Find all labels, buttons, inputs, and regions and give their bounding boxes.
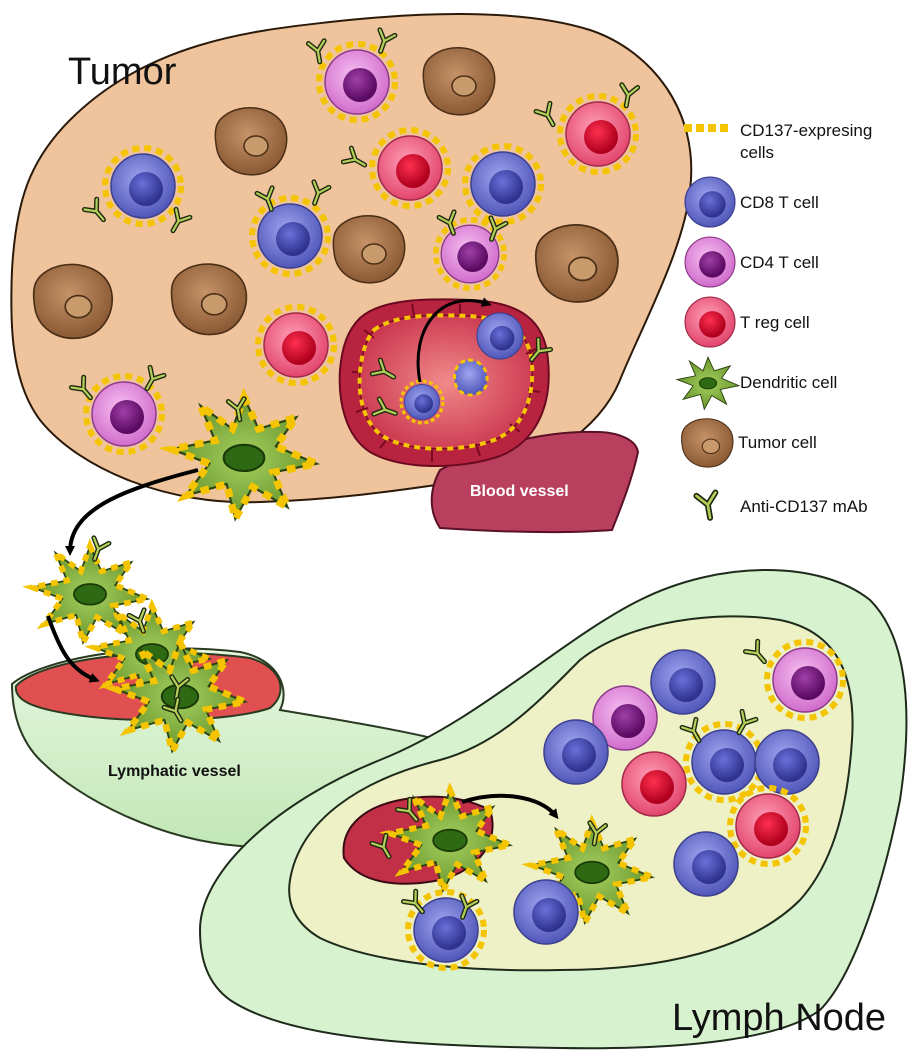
- tumor-cell: [170, 263, 248, 336]
- cd4-t-cell: [319, 44, 395, 120]
- legend-antibody-label: Anti-CD137 mAb: [740, 497, 868, 516]
- cd8-t-cell: [465, 146, 541, 222]
- legend-cd137-line2: cells: [740, 143, 774, 162]
- legend-treg-swatch: [684, 296, 736, 348]
- tumor-cell: [332, 214, 406, 284]
- legend-antibody-swatch: [696, 493, 719, 520]
- legend-dendritic-label: Dendritic cell: [740, 373, 837, 392]
- treg-cell: [621, 751, 687, 817]
- legend-dendritic-swatch: [676, 356, 740, 410]
- legend-tumor-cell-swatch: [681, 418, 734, 468]
- blood-vessel-label: Blood vessel: [470, 483, 569, 500]
- cd8-t-cell: [105, 148, 181, 224]
- cd8-t-cell: [476, 312, 524, 360]
- cd8-t-cell: [453, 358, 489, 397]
- treg-cell: [730, 788, 806, 864]
- extravasation-arrow: [416, 297, 492, 383]
- cd137-dash-swatch: [684, 124, 728, 132]
- tumor-cell: [534, 224, 619, 303]
- cd8-t-cell: [754, 729, 820, 795]
- legend-cd4-label: CD4 T cell: [740, 253, 819, 272]
- cd8-t-cell: [513, 879, 579, 945]
- treg-cell: [372, 130, 448, 206]
- lymphatic-entry-arrow: [46, 615, 100, 683]
- lymph-node-title: Lymph Node: [672, 997, 886, 1039]
- cd8-t-cell: [543, 719, 609, 785]
- node-migration-arrow: [461, 793, 559, 820]
- tumor-cell: [32, 263, 114, 340]
- cd8-t-cell: [252, 198, 328, 274]
- legend-treg-label: T reg cell: [740, 313, 810, 332]
- tumor-cell: [214, 106, 288, 176]
- legend-cd8-label: CD8 T cell: [740, 193, 819, 212]
- cd8-t-cell: [399, 379, 445, 425]
- legend-cd4-swatch: [684, 236, 736, 288]
- legend-cd137-line1: CD137-expresing: [740, 121, 872, 140]
- legend-cd8-swatch: [684, 176, 736, 228]
- migration-arrow: [65, 468, 199, 556]
- lymphatic-vessel-label: Lymphatic vessel: [108, 763, 241, 780]
- cd8-t-cell: [650, 649, 716, 715]
- legend-tumor-cell-label: Tumor cell: [738, 433, 817, 452]
- tumor-cell: [422, 46, 496, 116]
- legend: CD137-expresing cells CD8 T cell CD4 T c…: [676, 121, 872, 520]
- tumor-title: Tumor: [68, 51, 177, 93]
- treg-cell: [258, 307, 334, 383]
- cd8-t-cell: [673, 831, 739, 897]
- cd4-t-cell: [767, 642, 843, 718]
